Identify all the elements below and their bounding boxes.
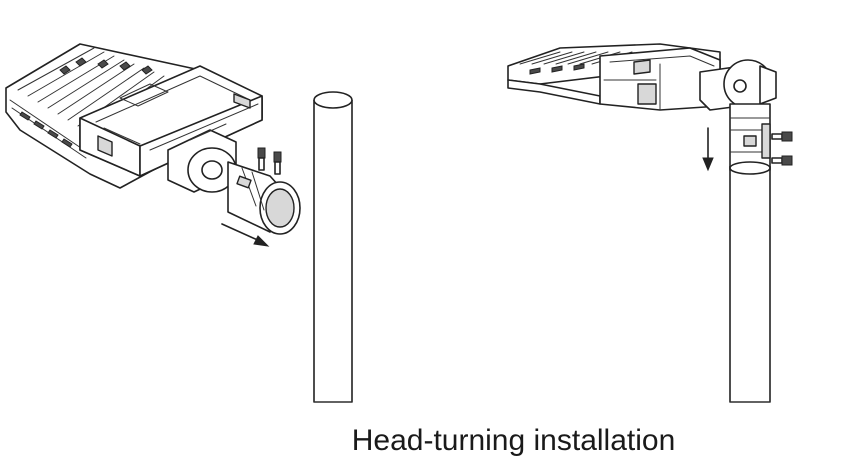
caption-text: Head-turning installation: [351, 424, 676, 457]
driver-housing-right: [599, 47, 721, 111]
pole-right: [729, 161, 771, 403]
slide-arrow-right: [702, 127, 714, 172]
set-screws-right: [771, 131, 793, 166]
left-illustration: [5, 43, 353, 403]
diagram-caption: Head-turning installation: [0, 424, 847, 458]
pole-adapter-right: [729, 103, 771, 171]
pole-adapter-left: [227, 161, 301, 235]
mounting-knuckle-left: [167, 123, 237, 193]
pole-left: [313, 91, 353, 403]
slide-arrow-left: [221, 223, 270, 247]
set-screws-left: [257, 147, 282, 175]
right-illustration: [507, 43, 793, 403]
mounting-knuckle-right: [699, 59, 777, 111]
